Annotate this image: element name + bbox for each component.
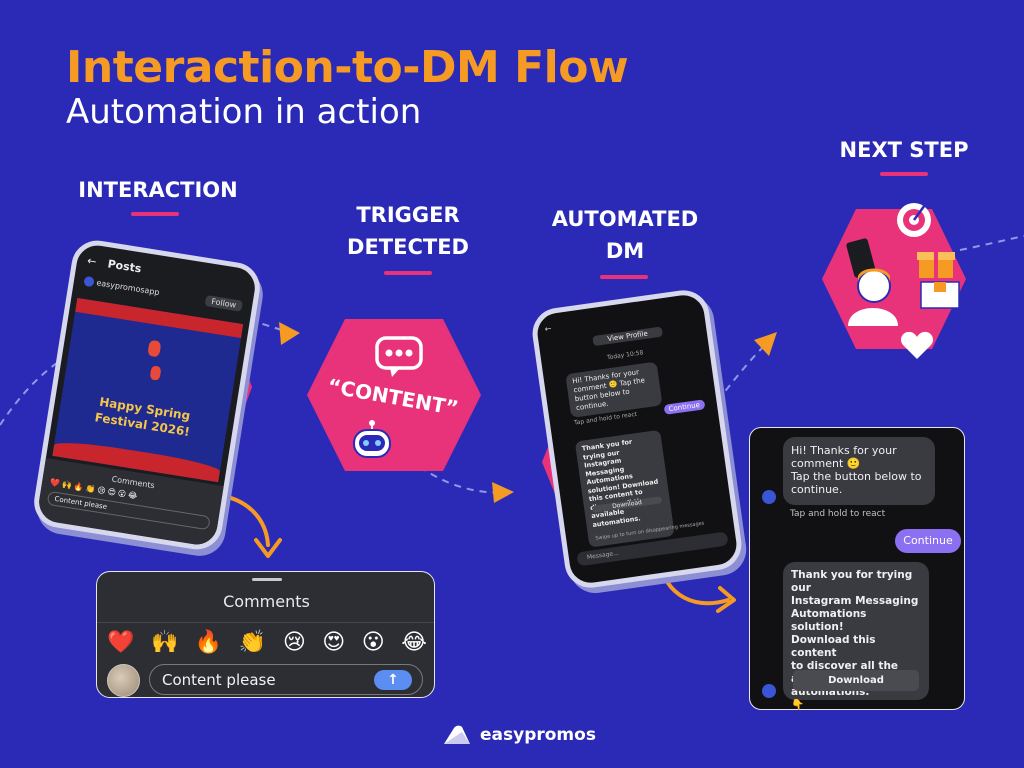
- dm-tap-hold-text: Tap and hold to react: [790, 509, 886, 519]
- dm-download-line: Automations solution!: [791, 608, 867, 633]
- comments-title: Comments: [223, 592, 310, 611]
- comments-panel: Comments ❤️ 🙌 🔥 👏 😢 😍 😮 😂 Content please…: [96, 571, 435, 698]
- emoji-clap[interactable]: 👏: [238, 630, 267, 655]
- avatar: [107, 664, 140, 697]
- flow-arrow-icon: [279, 322, 300, 345]
- dm-download-line: Download this content: [791, 634, 876, 659]
- page-subtitle: Automation in action: [66, 92, 422, 132]
- dm-download-line: Instagram Messaging: [791, 595, 919, 607]
- divider: [97, 622, 434, 623]
- comment-input[interactable]: Content please ↑: [149, 664, 423, 695]
- back-arrow-icon[interactable]: ←: [86, 254, 98, 269]
- chat-bubble-icon: [375, 336, 423, 377]
- bot-avatar: [762, 684, 776, 698]
- dm-panel: Hi! Thanks for your comment 🙂 Tap the bu…: [749, 427, 965, 711]
- dm-msg1: Hi! Thanks for your comment 🙂 Tap the bu…: [565, 361, 663, 418]
- heart-icon: [900, 331, 934, 359]
- person-with-phone-icon: [846, 238, 898, 326]
- brand-name: easypromos: [480, 725, 596, 745]
- dm-greeting-line: Tap the button below to: [791, 470, 922, 483]
- pointing-down-icon: 👇: [791, 699, 805, 711]
- flow-arrow-icon: [492, 482, 514, 503]
- send-arrow-icon[interactable]: ↑: [374, 670, 412, 690]
- curved-arrow-icon: [254, 538, 282, 558]
- flow-arrow-icon: [754, 332, 777, 356]
- gift-box-icon: [917, 252, 955, 278]
- phone-header-title: Posts: [106, 257, 143, 276]
- emoji-heart[interactable]: ❤️: [107, 630, 135, 655]
- dm-greeting-line: continue.: [791, 483, 843, 496]
- step-label-trigger-line1: TRIGGER: [356, 203, 460, 227]
- dm-bubble-greeting: Hi! Thanks for your comment 🙂 Tap the bu…: [783, 437, 935, 505]
- comment-input-text: Content please: [162, 671, 276, 689]
- dm-greeting-line: comment 🙂: [791, 457, 861, 470]
- emoji-fire[interactable]: 🔥: [194, 630, 223, 655]
- step-label-automated-line1: AUTOMATED: [551, 207, 699, 231]
- target-icon: [897, 197, 932, 237]
- step-label-interaction: INTERACTION: [78, 178, 238, 202]
- step-label-automated-line2: DM: [605, 239, 645, 263]
- dm-download-line: to discover all the: [791, 660, 899, 672]
- logo-icon: [444, 725, 470, 744]
- curved-arrow-icon: [716, 586, 736, 613]
- emoji-laugh[interactable]: 😂: [401, 630, 427, 655]
- step-label-trigger: TRIGGER DETECTED: [318, 199, 498, 263]
- post-image: Happy Spring Festival 2026!: [52, 297, 244, 483]
- page-title: Interaction-to-DM Flow: [66, 42, 629, 93]
- lantern-icon: [149, 365, 162, 381]
- step-underline: [600, 275, 648, 279]
- step-label-trigger-line2: DETECTED: [347, 235, 469, 259]
- dm-download-line: Thank you for trying our: [791, 569, 913, 594]
- dm-greeting-line: Hi! Thanks for your: [791, 444, 897, 457]
- continue-button[interactable]: Continue: [895, 529, 961, 553]
- account-avatar: [83, 275, 95, 288]
- dm-continue-button[interactable]: Continue: [663, 399, 706, 415]
- robot-icon: [353, 420, 391, 458]
- brand-logo: easypromos: [442, 724, 596, 746]
- emoji-raised-hands[interactable]: 🙌: [150, 630, 179, 655]
- emoji-surprised[interactable]: 😮: [361, 630, 385, 655]
- emoji-heart-eyes[interactable]: 😍: [322, 630, 346, 655]
- step-underline: [131, 212, 179, 216]
- lantern-icon: [147, 339, 162, 358]
- step-underline: [384, 271, 432, 275]
- drag-handle[interactable]: [252, 578, 282, 581]
- download-button[interactable]: Download: [793, 670, 919, 691]
- package-box-icon: [920, 281, 960, 309]
- step-underline: [880, 172, 928, 176]
- emoji-reactions: ❤️ 🙌 🔥 👏 😢 😍 😮 😂: [107, 630, 427, 656]
- step-label-automated: AUTOMATED DM: [535, 203, 715, 267]
- step-label-next: NEXT STEP: [839, 138, 969, 162]
- hexagon-trigger: [307, 319, 481, 471]
- bot-avatar: [762, 490, 776, 504]
- emoji-cry[interactable]: 😢: [282, 630, 306, 655]
